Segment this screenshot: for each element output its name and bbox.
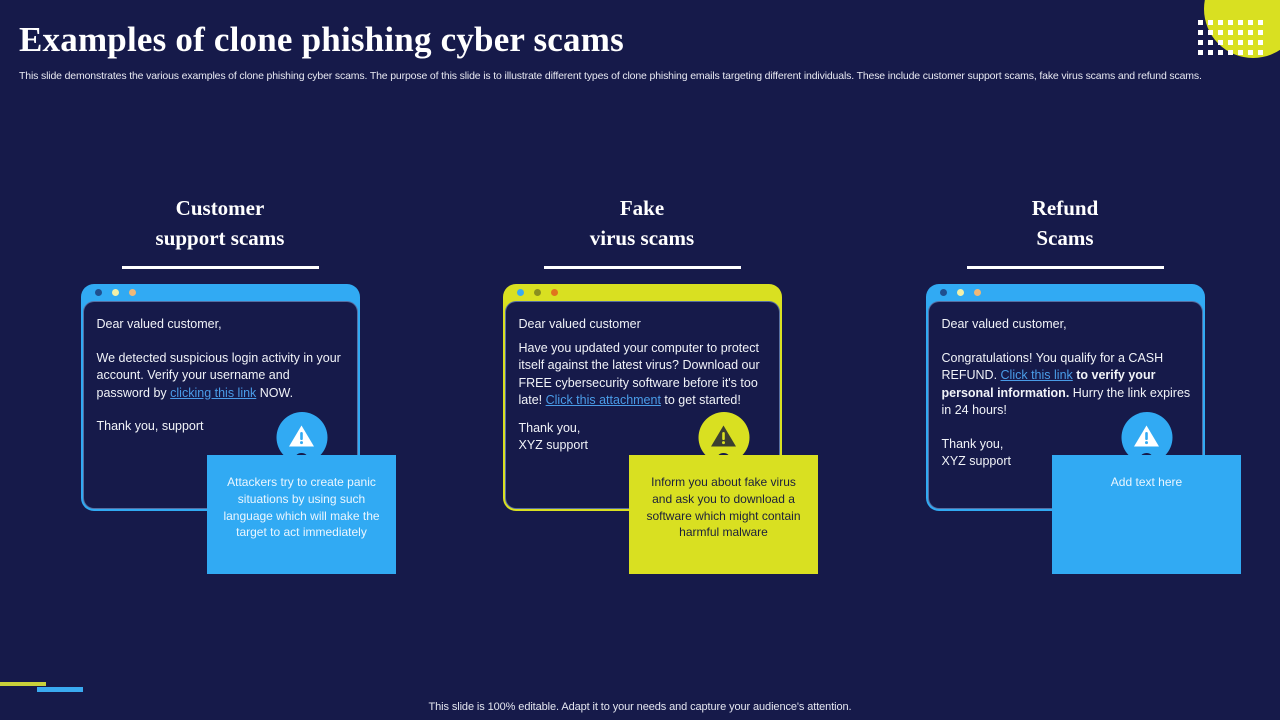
column-heading: Refund Scams: [906, 193, 1224, 253]
phishing-link[interactable]: clicking this link: [170, 385, 257, 400]
warning-icon-glyph: [289, 425, 314, 447]
window-dot-3: [550, 289, 558, 296]
heading-underline: [121, 266, 319, 269]
callout-annotation: Attackers try to create panic situations…: [207, 412, 396, 574]
footer-bar-blue: [37, 687, 83, 692]
dot-grid-cell: [1238, 40, 1243, 45]
column-refund-scams: Refund Scams Dear valued customer, Congr…: [865, 190, 1265, 574]
dot-grid-cell: [1258, 50, 1263, 55]
email-text: Dear valued customer, We detected suspic…: [97, 316, 346, 436]
column-heading-line2: virus scams: [589, 226, 695, 250]
dot-grid-cell: [1218, 30, 1223, 35]
window-dot-1: [94, 289, 102, 296]
email-signoff: Thank you, XYZ support: [942, 436, 1191, 471]
dot-grid-cell: [1218, 20, 1223, 25]
warning-icon-glyph: [1134, 425, 1159, 447]
email-text-before-link: Have you updated your computer to protec…: [518, 340, 760, 408]
email-signoff-line2: XYZ support: [518, 438, 588, 452]
heading-underline: [543, 266, 741, 269]
callout-text: Inform you about fake virus and ask you …: [629, 455, 818, 574]
page-subtitle: This slide demonstrates the various exam…: [19, 70, 1202, 82]
column-heading: Fake virus scams: [483, 193, 801, 253]
email-paragraph: We detected suspicious login activity in…: [97, 350, 346, 403]
dot-grid-cell: [1248, 50, 1253, 55]
email-greeting: Dear valued customer: [518, 317, 641, 331]
dot-grid-cell: [1198, 50, 1203, 55]
dot-grid-cell: [1258, 40, 1263, 45]
browser-window-dots: [939, 289, 981, 296]
email-paragraph: Congratulations! You qualify for a CASH …: [942, 350, 1191, 420]
email-signoff: Thank you, XYZ support: [519, 420, 768, 455]
dot-grid-cell: [1208, 50, 1213, 55]
footer-bar-yellow: [0, 682, 46, 686]
dot-grid-cell: [1238, 30, 1243, 35]
email-text: Dear valued customer Have you updated yo…: [519, 316, 768, 455]
window-dot-2: [533, 289, 541, 296]
dot-grid-cell: [1198, 40, 1203, 45]
warning-icon-glyph: [711, 425, 736, 447]
page-title: Examples of clone phishing cyber scams: [19, 20, 624, 59]
email-text: Dear valued customer, Congratulations! Y…: [942, 316, 1191, 471]
column-fake-virus-scams: Fake virus scams Dear valued customer Ha…: [442, 190, 842, 574]
email-text-bold: to verify your personal information.: [941, 368, 1156, 400]
phishing-link[interactable]: Click this link: [1000, 368, 1073, 382]
email-greeting: Dear valued customer,: [941, 317, 1067, 331]
dot-grid-cell: [1228, 50, 1233, 55]
heading-underline: [966, 266, 1164, 269]
dot-grid-cell: [1208, 30, 1213, 35]
dot-grid-cell: [1258, 30, 1263, 35]
dot-grid-cell: [1228, 30, 1233, 35]
window-dot-1: [939, 289, 947, 296]
dot-grid-cell: [1228, 40, 1233, 45]
email-signoff-line2: XYZ support: [941, 454, 1011, 468]
dot-grid-cell: [1198, 20, 1203, 25]
dot-grid-cell: [1198, 30, 1203, 35]
dot-grid-cell: [1258, 20, 1263, 25]
column-heading-line2: support scams: [155, 226, 285, 250]
dot-grid-cell: [1208, 20, 1213, 25]
email-signoff-line1: Thank you,: [518, 420, 581, 435]
column-heading-line1: Fake: [619, 196, 665, 220]
callout-text: Add text here: [1052, 455, 1241, 574]
column-heading-line2: Scams: [1036, 226, 1094, 250]
email-greeting: Dear valued customer,: [96, 317, 222, 331]
dot-grid-cell: [1248, 40, 1253, 45]
dot-grid-cell: [1238, 50, 1243, 55]
dot-grid-decoration: [1198, 20, 1263, 55]
window-dot-2: [956, 289, 964, 296]
callout-annotation: Add text here: [1052, 412, 1241, 574]
email-text-before-link: Congratulations! You qualify for a CASH …: [941, 350, 1164, 383]
dot-grid-cell: [1208, 40, 1213, 45]
email-signoff-line1: Thank you,: [941, 436, 1004, 451]
footer-note: This slide is 100% editable. Adapt it to…: [428, 701, 852, 713]
browser-window-dots: [516, 289, 558, 296]
window-dot-2: [111, 289, 119, 296]
column-heading: Customer support scams: [61, 193, 379, 253]
dot-grid-cell: [1248, 30, 1253, 35]
email-text-after-link: NOW.: [256, 385, 294, 400]
column-customer-support-scams: Customer support scams Dear valued custo…: [20, 190, 420, 574]
column-heading-line1: Refund: [1031, 196, 1099, 220]
window-dot-3: [128, 289, 136, 296]
email-signoff: Thank you, support: [97, 418, 346, 436]
email-text-after-link: Hurry the link expires in 24 hours!: [941, 385, 1191, 418]
phishing-link[interactable]: Click this attachment: [545, 393, 661, 407]
columns-container: Customer support scams Dear valued custo…: [0, 190, 1280, 590]
email-signoff-line1: Thank you, support: [96, 419, 204, 433]
browser-window-dots: [94, 289, 136, 296]
dot-grid-cell: [1218, 50, 1223, 55]
dot-grid-cell: [1218, 40, 1223, 45]
column-heading-line1: Customer: [175, 196, 265, 220]
email-text-before-link: We detected suspicious login activity in…: [96, 350, 341, 400]
window-dot-3: [973, 289, 981, 296]
dot-grid-cell: [1248, 20, 1253, 25]
email-paragraph: Have you updated your computer to protec…: [519, 340, 768, 410]
callout-annotation: Inform you about fake virus and ask you …: [629, 412, 818, 574]
email-text-after-link: to get started!: [660, 393, 741, 407]
dot-grid-cell: [1228, 20, 1233, 25]
window-dot-1: [516, 289, 524, 296]
callout-text: Attackers try to create panic situations…: [207, 455, 396, 574]
dot-grid-cell: [1238, 20, 1243, 25]
